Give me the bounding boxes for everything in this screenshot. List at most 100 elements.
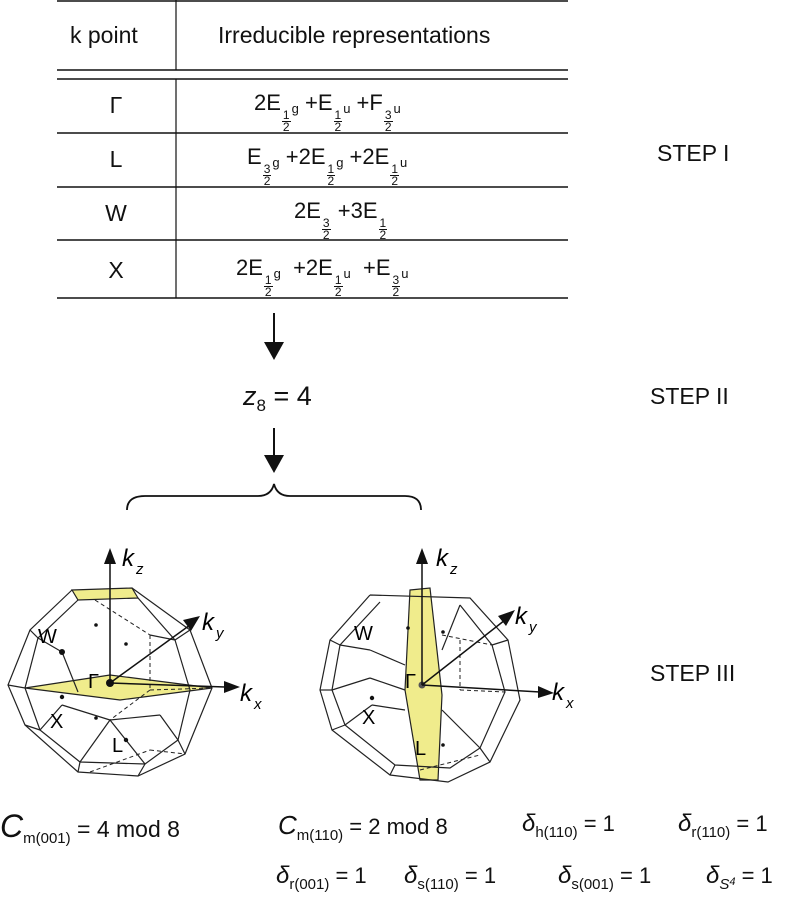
fraction-denominator: 2 — [334, 285, 342, 299]
X-label: X — [362, 707, 375, 729]
kx-label: k — [240, 680, 254, 707]
irrep-symbol: 2E — [254, 90, 281, 115]
irrep-symbol: E — [247, 144, 262, 169]
Gamma-label: Γ — [405, 671, 416, 693]
fraction-numerator: 1 — [333, 273, 343, 287]
Gamma-label: Γ — [88, 671, 99, 693]
irrep-symbol: 2E — [298, 144, 326, 169]
kpoint-cell: Γ — [109, 92, 123, 118]
fraction-numerator: 3 — [262, 162, 272, 176]
kz-label: k — [122, 545, 136, 572]
X-label: X — [50, 711, 63, 733]
fraction-denominator: 2 — [384, 120, 392, 134]
irrep-symbol: 2E — [294, 198, 321, 223]
fraction-numerator: 1 — [326, 162, 336, 176]
step-label-2: STEP II — [650, 383, 729, 409]
fraction-denominator: 2 — [322, 228, 330, 242]
kz-sub: z — [449, 561, 458, 578]
L-label: L — [112, 735, 123, 757]
z8-equation: z8 = 4 — [243, 381, 312, 415]
kz-sub: z — [135, 561, 144, 578]
kx-sub: x — [253, 696, 262, 713]
ky-sub: y — [528, 619, 538, 636]
fraction-denominator: 2 — [263, 174, 271, 188]
fraction-denominator: 2 — [391, 174, 398, 188]
kx-label: k — [552, 679, 566, 706]
parity-suffix: u — [343, 101, 351, 116]
irrep-symbol: E — [375, 255, 391, 280]
eq-ds110: δs(110) = 1 — [404, 862, 497, 893]
fraction-numerator: 1 — [333, 108, 343, 122]
W-label: W — [354, 623, 373, 645]
parity-suffix: g — [336, 155, 344, 170]
kpoint-cell: L — [109, 146, 123, 172]
fraction-numerator: 3 — [391, 273, 401, 287]
fraction-denominator: 2 — [392, 285, 400, 299]
ky-label: k — [515, 603, 529, 630]
L-label: L — [415, 738, 426, 760]
irrep-symbol: F — [369, 90, 383, 115]
fraction-numerator: 3 — [383, 108, 393, 122]
flow-arrows — [126, 313, 422, 511]
kx-sub: x — [565, 695, 574, 712]
fraction-numerator: 3 — [321, 216, 331, 230]
plus-sign: + — [350, 90, 370, 115]
fraction-numerator: 1 — [390, 162, 399, 176]
eq-cm110: Cm(110) = 2 mod 8 — [278, 810, 448, 844]
irrep-symbol: E — [317, 90, 333, 115]
fraction-denominator: 2 — [327, 174, 335, 188]
kpoint-cell: W — [105, 200, 127, 226]
fraction-denominator: 2 — [264, 285, 272, 299]
irrep-symbol: 2E — [362, 144, 390, 169]
fraction-denominator: 2 — [379, 228, 387, 242]
kz-label: k — [436, 545, 450, 572]
plus-sign: + — [280, 255, 306, 280]
irrep-symbol: 3E — [350, 198, 378, 223]
parity-suffix: g — [272, 155, 280, 170]
parity-suffix: u — [400, 155, 408, 170]
irrep-symbol: 2E — [236, 255, 263, 280]
header-irreps: Irreducible representations — [218, 22, 491, 48]
fraction-numerator: 1 — [378, 216, 388, 230]
brillouin-zone-mirror-001: k z k y k x W Γ X L — [7, 545, 262, 777]
fraction-denominator: 2 — [334, 120, 342, 134]
step-label-1: STEP I — [657, 140, 730, 166]
brillouin-zone-mirror-110: k z k y k x W Γ X L — [319, 545, 574, 783]
table-lines — [57, 0, 568, 299]
header-kpoint: k point — [70, 22, 138, 48]
fraction-numerator: 1 — [281, 108, 291, 122]
plus-sign: + — [331, 198, 351, 223]
ky-label: k — [202, 609, 216, 636]
eq-dr001: δr(001) = 1 — [276, 862, 367, 893]
step-label-3: STEP III — [650, 660, 736, 686]
eq-dh110: δh(110) = 1 — [522, 810, 615, 841]
plus-sign: + — [298, 90, 318, 115]
eq-cm001: Cm(001) = 4 mod 8 — [0, 808, 180, 847]
parity-suffix: g — [273, 266, 281, 281]
plus-sign: + — [279, 144, 299, 169]
